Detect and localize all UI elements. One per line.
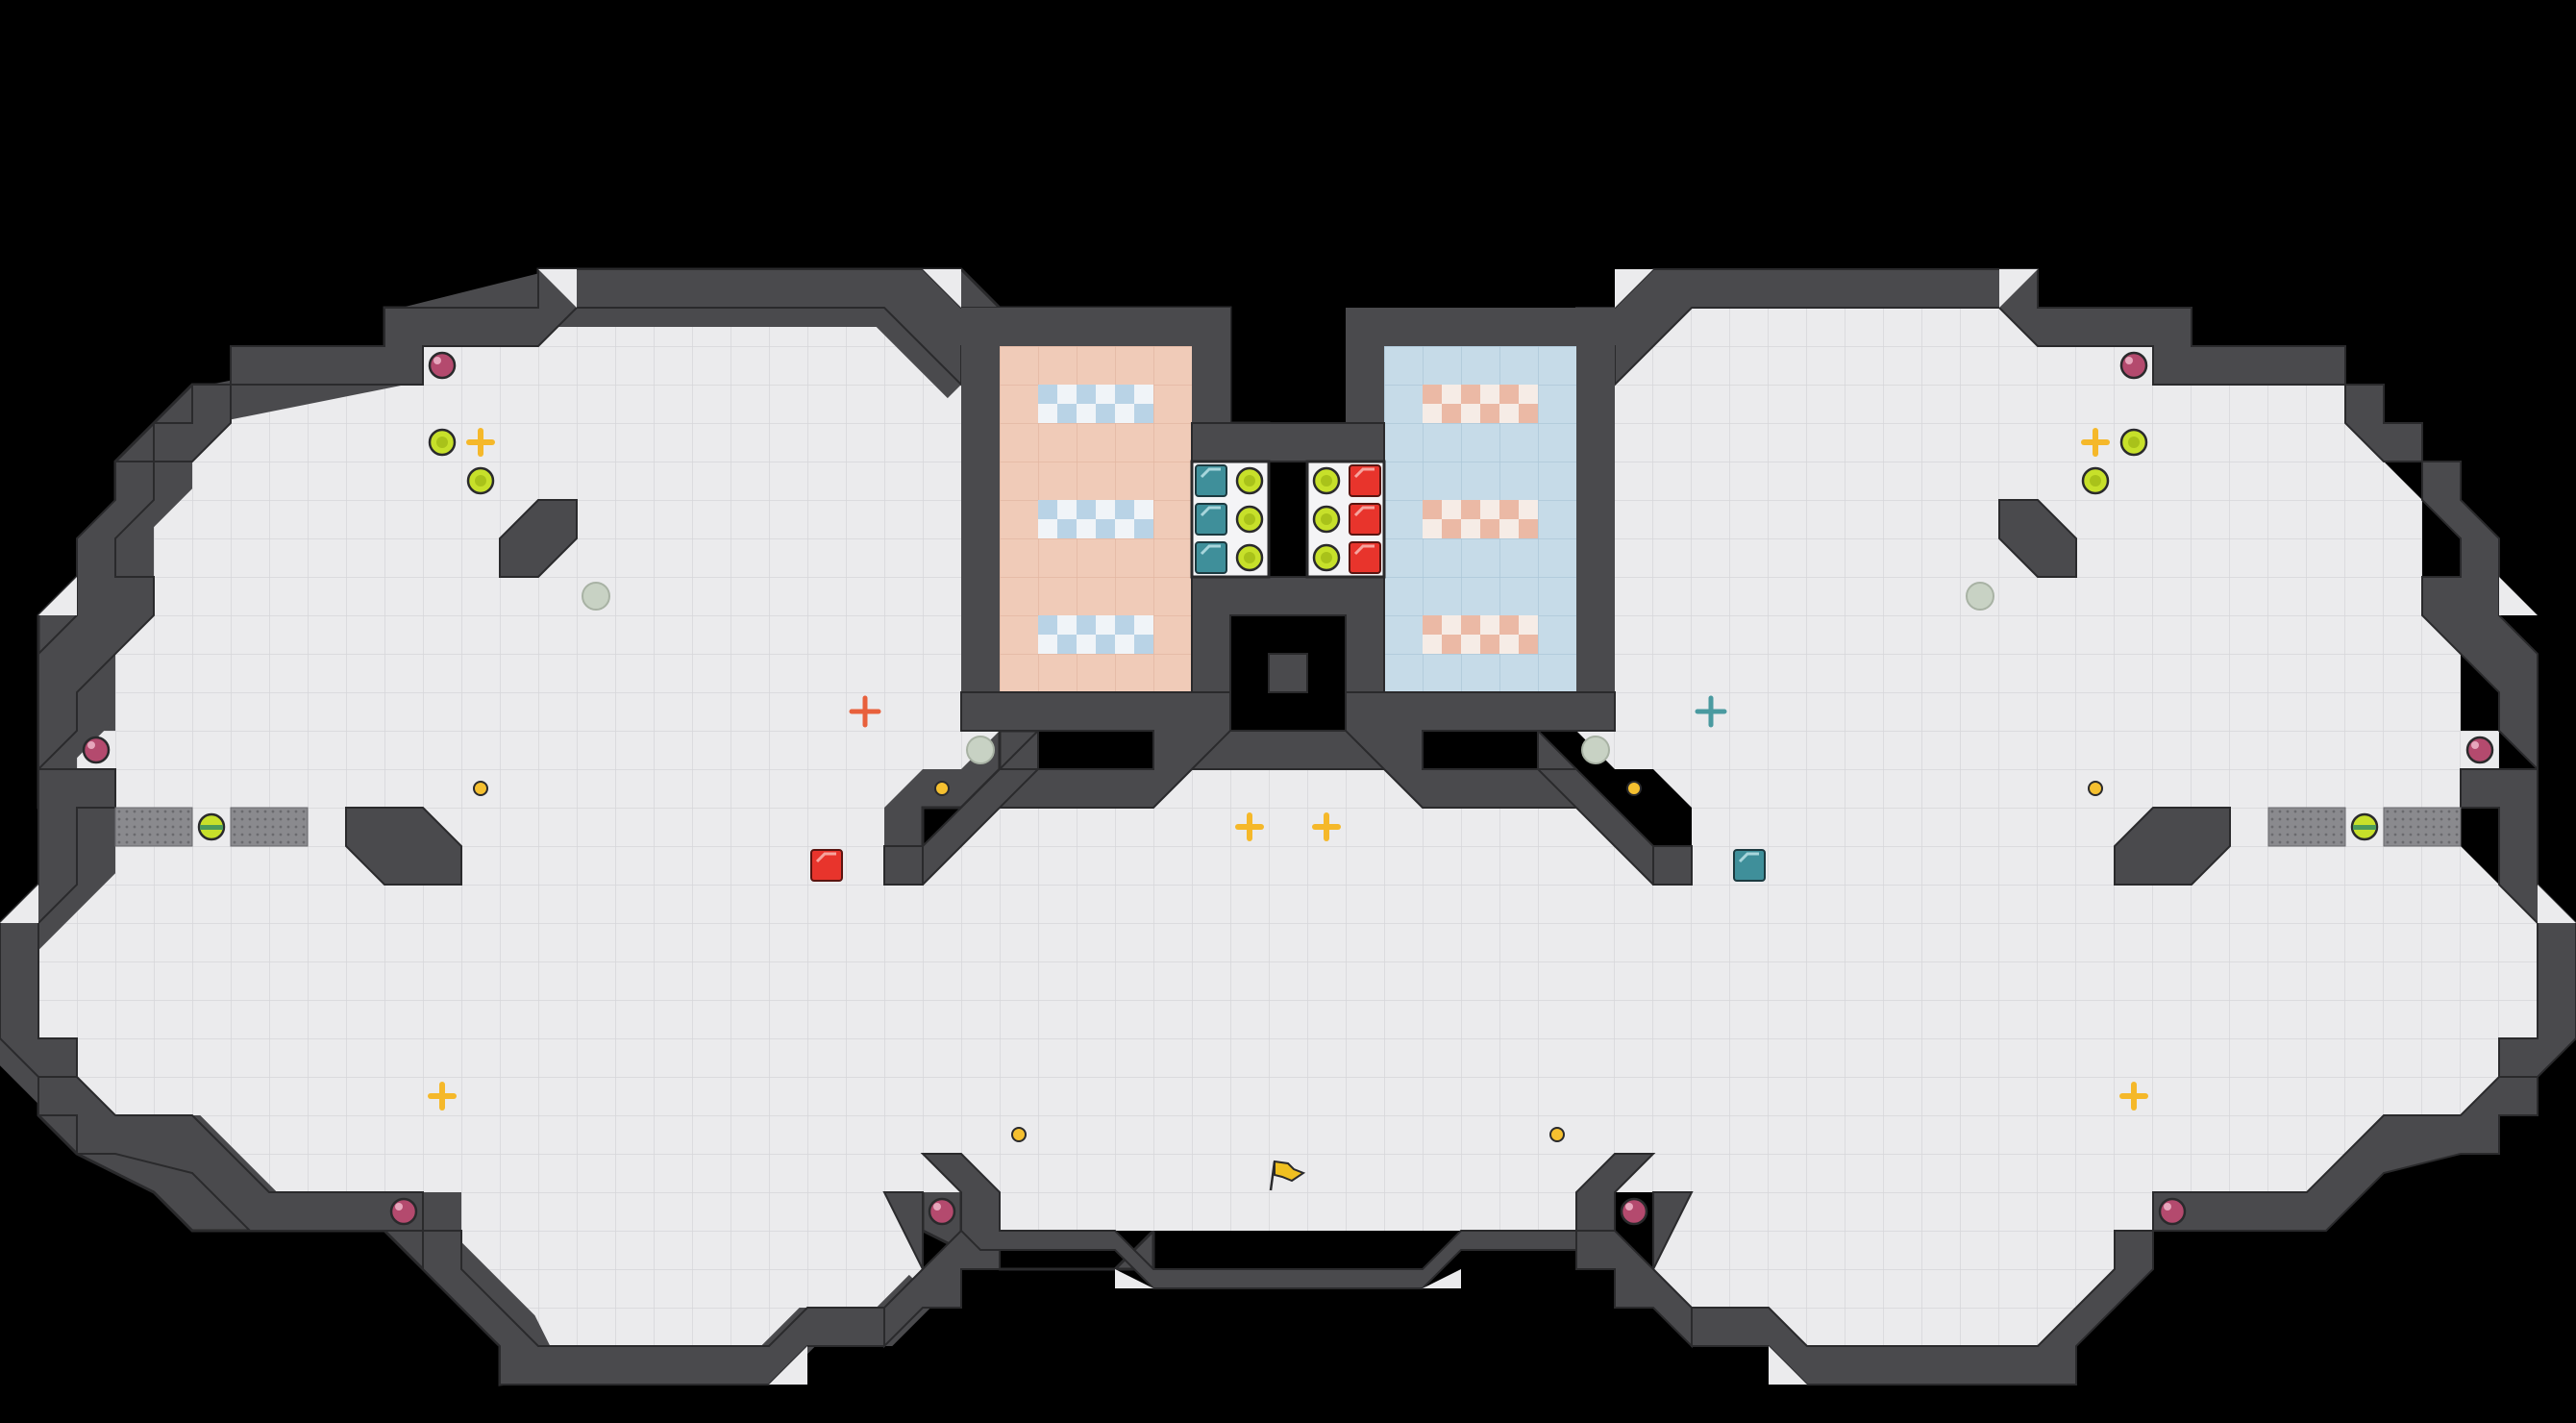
yellow-button-icon [1011, 1127, 1027, 1142]
yellow-flag-icon [1269, 1160, 1306, 1191]
notch-accents [0, 269, 2576, 1385]
purple-bomb-icon [928, 1197, 956, 1226]
yellow-button-icon [1626, 781, 1642, 796]
gate-switch-icon [197, 812, 226, 841]
wall-blocks [0, 268, 1656, 1386]
inner-walls [345, 499, 2231, 886]
gates [114, 807, 2462, 847]
wall-mid-right [1652, 845, 1693, 886]
wall-diag-tr [1998, 499, 2077, 578]
purple-bomb-icon [2119, 351, 2148, 380]
purple-bomb-icon [428, 351, 457, 380]
grey-portal-icon [966, 736, 995, 764]
blue-tile [1195, 464, 1227, 497]
green-boost-icon [1235, 505, 1264, 534]
center-top-wall [1191, 422, 1385, 462]
wall-left-mid [0, 768, 116, 1078]
red-tile [1349, 464, 1381, 497]
wall-right-block [2114, 807, 2231, 886]
wall-left-block [345, 807, 462, 886]
center-floor [1000, 769, 1576, 1231]
team-tiles [810, 464, 1766, 882]
portals [582, 582, 1994, 764]
grey-portal-icon [582, 582, 610, 611]
gate-switches [197, 812, 2379, 841]
teal-spawn-cross-icon [1695, 695, 1727, 728]
yellow-cross-powerup-icon [1312, 812, 1341, 841]
green-boost-icon [1235, 466, 1264, 495]
green-boost-icon [428, 428, 457, 457]
yellow-button-icon [473, 781, 488, 796]
buttons [473, 781, 2103, 1142]
purple-bomb-icon [2158, 1197, 2187, 1226]
wall-top-left-2 [153, 384, 232, 462]
gate-left-a [114, 807, 193, 847]
purple-bomb-icon [82, 736, 111, 764]
boosts [428, 428, 2148, 572]
yellow-cross-powerup-icon [466, 428, 495, 457]
purple-bomb-icon [1620, 1197, 1648, 1226]
red-base-stripe-2 [1038, 500, 1153, 538]
gate-left-b [230, 807, 309, 847]
wall-blocks-right [1575, 268, 2576, 1386]
blue-base-stripe-2 [1423, 500, 1538, 538]
blue-tile [1733, 849, 1766, 882]
gate-switch-icon [2350, 812, 2379, 841]
green-boost-icon [1312, 543, 1341, 572]
red-base [961, 308, 1230, 712]
grey-portal-icon [1966, 582, 1994, 611]
blue-base [1346, 308, 1615, 712]
purple-bomb-icon [389, 1197, 418, 1226]
yellow-button-icon [2088, 781, 2103, 796]
bombs [82, 351, 2494, 1226]
powerups [428, 428, 2148, 1111]
red-tile [1349, 541, 1381, 574]
red-spawn-cross-icon [849, 695, 881, 728]
gate-right-a [2267, 807, 2346, 847]
blue-base-stripe-1 [1423, 385, 1538, 423]
red-tile [810, 849, 843, 882]
red-base-stripe-3 [1038, 615, 1153, 654]
blue-tile [1195, 503, 1227, 536]
grey-portal-icon [1581, 736, 1610, 764]
wall-bottom-left [37, 1076, 885, 1386]
green-boost-icon [1312, 505, 1341, 534]
yellow-cross-powerup-icon [2119, 1082, 2148, 1111]
yellow-cross-powerup-icon [2081, 428, 2110, 457]
center-slot-left [1037, 730, 1154, 770]
red-base-stripe-1 [1038, 385, 1153, 423]
wall-left-side [37, 461, 155, 772]
green-boost-icon [466, 466, 495, 495]
blue-base-stripe-3 [1423, 615, 1538, 654]
green-boost-icon [1312, 466, 1341, 495]
green-boost-icon [1235, 543, 1264, 572]
green-boost-icon [2081, 466, 2110, 495]
red-tile [1349, 503, 1381, 536]
yellow-button-icon [934, 781, 950, 796]
green-boost-icon [2119, 428, 2148, 457]
wall-diag-tl [499, 499, 578, 578]
wall-bottom-center [920, 1153, 1656, 1289]
yellow-cross-powerup-icon [1235, 812, 1264, 841]
wall-mid-left [883, 845, 924, 886]
blue-tile [1195, 541, 1227, 574]
center-slot-right [1422, 730, 1539, 770]
yellow-button-icon [1549, 1127, 1565, 1142]
center-box-block [1268, 653, 1308, 693]
purple-bomb-icon [2465, 736, 2494, 764]
yellow-cross-powerup-icon [428, 1082, 457, 1111]
gate-right-b [2383, 807, 2462, 847]
